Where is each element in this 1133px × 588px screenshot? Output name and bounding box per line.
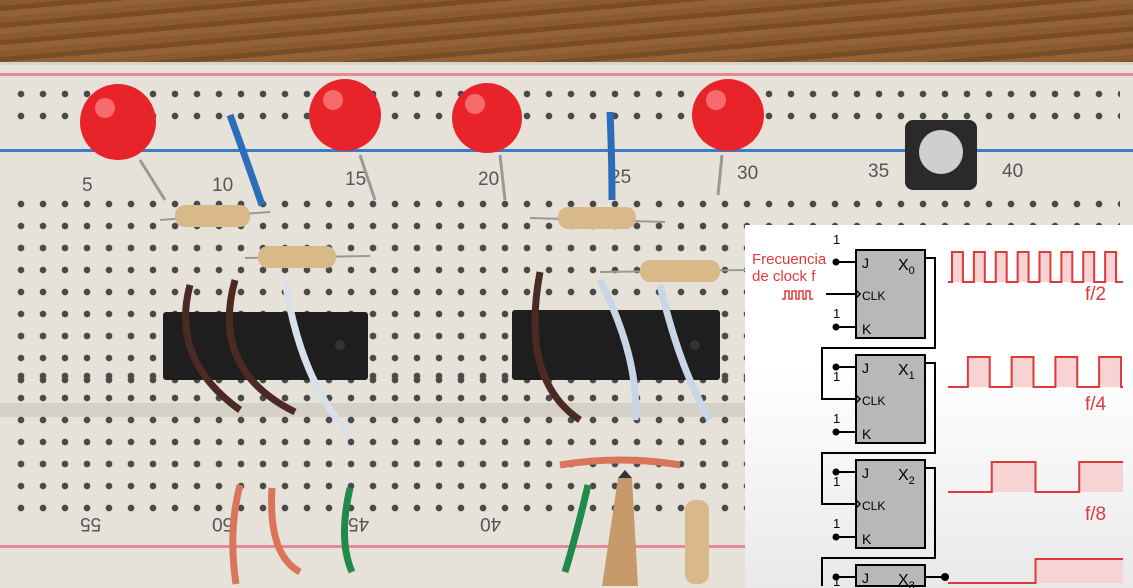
column-number: 5 [82, 175, 93, 196]
logic-high-label: 1 [833, 516, 840, 531]
led-red [80, 84, 167, 201]
pin-j-label: J [862, 255, 869, 271]
waveform [948, 461, 1123, 493]
frequency-label: f/4 [1085, 394, 1107, 415]
input-node [832, 323, 840, 331]
clock-pulse-icon [782, 290, 813, 300]
logic-high-label: 1 [833, 574, 840, 588]
logic-high-label: 1 [833, 232, 840, 247]
pin-j-label: J [862, 360, 869, 376]
pin-j-label: J [862, 465, 869, 481]
clock-label: Frecuencia [752, 251, 827, 268]
input-node [832, 258, 840, 266]
jumper-wire-brown [182, 284, 243, 413]
red-rail-line [0, 73, 1133, 76]
jumper-wire-brown [531, 271, 582, 423]
waveform [948, 251, 1123, 283]
input-node [832, 573, 840, 581]
column-number: 20 [478, 169, 500, 190]
column-number: 15 [345, 169, 367, 190]
jumper-wire-green [341, 487, 356, 574]
jumper-wire-green [561, 484, 592, 574]
column-number: 35 [868, 161, 890, 182]
pin-j-label: J [862, 570, 869, 586]
pin-clk-label: CLK [862, 499, 885, 513]
input-node [832, 363, 840, 371]
logic-high-label: 1 [833, 306, 840, 321]
jumper-wire-blue [606, 111, 616, 201]
logic-high-label: 1 [833, 474, 840, 489]
led-red [692, 79, 764, 196]
pin-k-label: K [862, 426, 872, 442]
input-node [832, 533, 840, 541]
jumper-wire-orange [559, 456, 681, 469]
clock-chain-wire [821, 257, 936, 400]
pin-clk-label: CLK [862, 394, 885, 408]
logic-high-label: 1 [833, 411, 840, 426]
frequency-label: f/2 [1085, 284, 1106, 305]
column-number: 30 [737, 163, 759, 184]
clock-label: de clock f [752, 268, 816, 285]
led-red [309, 79, 381, 201]
jumper-wire-white [281, 279, 353, 438]
logic-high-label: 1 [833, 369, 840, 384]
ic-chip-1 [163, 312, 368, 380]
resistor [529, 207, 666, 229]
jumper-wire-white [596, 278, 640, 421]
led-red [452, 83, 522, 201]
resistor [244, 246, 371, 268]
blue-rail-line [0, 149, 1133, 152]
jumper-wire-orange [229, 484, 244, 585]
waveform [948, 558, 1123, 584]
input-node [832, 428, 840, 436]
resistor [599, 260, 746, 282]
output-node [941, 573, 949, 581]
pin-clk-label: CLK [862, 289, 885, 303]
bottom-red-rail-line [0, 545, 1133, 548]
jumper-wire-white [656, 284, 714, 422]
pin-k-label: K [862, 321, 872, 337]
resistor [159, 205, 271, 227]
resistor [685, 500, 709, 584]
jumper-wire-brown [225, 279, 297, 416]
waveform [948, 356, 1123, 388]
column-number: 40 [1002, 161, 1024, 182]
push-button [905, 120, 977, 190]
diagram-panel [745, 225, 1133, 588]
column-number: 10 [212, 175, 234, 196]
jumper-wire-orange [268, 487, 302, 576]
frequency-label: f/8 [1085, 504, 1106, 525]
jumper-wire-blue [226, 113, 266, 207]
pin-k-label: K [862, 531, 872, 547]
input-node [832, 468, 840, 476]
pencil [602, 470, 638, 586]
clock-chain-wire [821, 362, 936, 505]
